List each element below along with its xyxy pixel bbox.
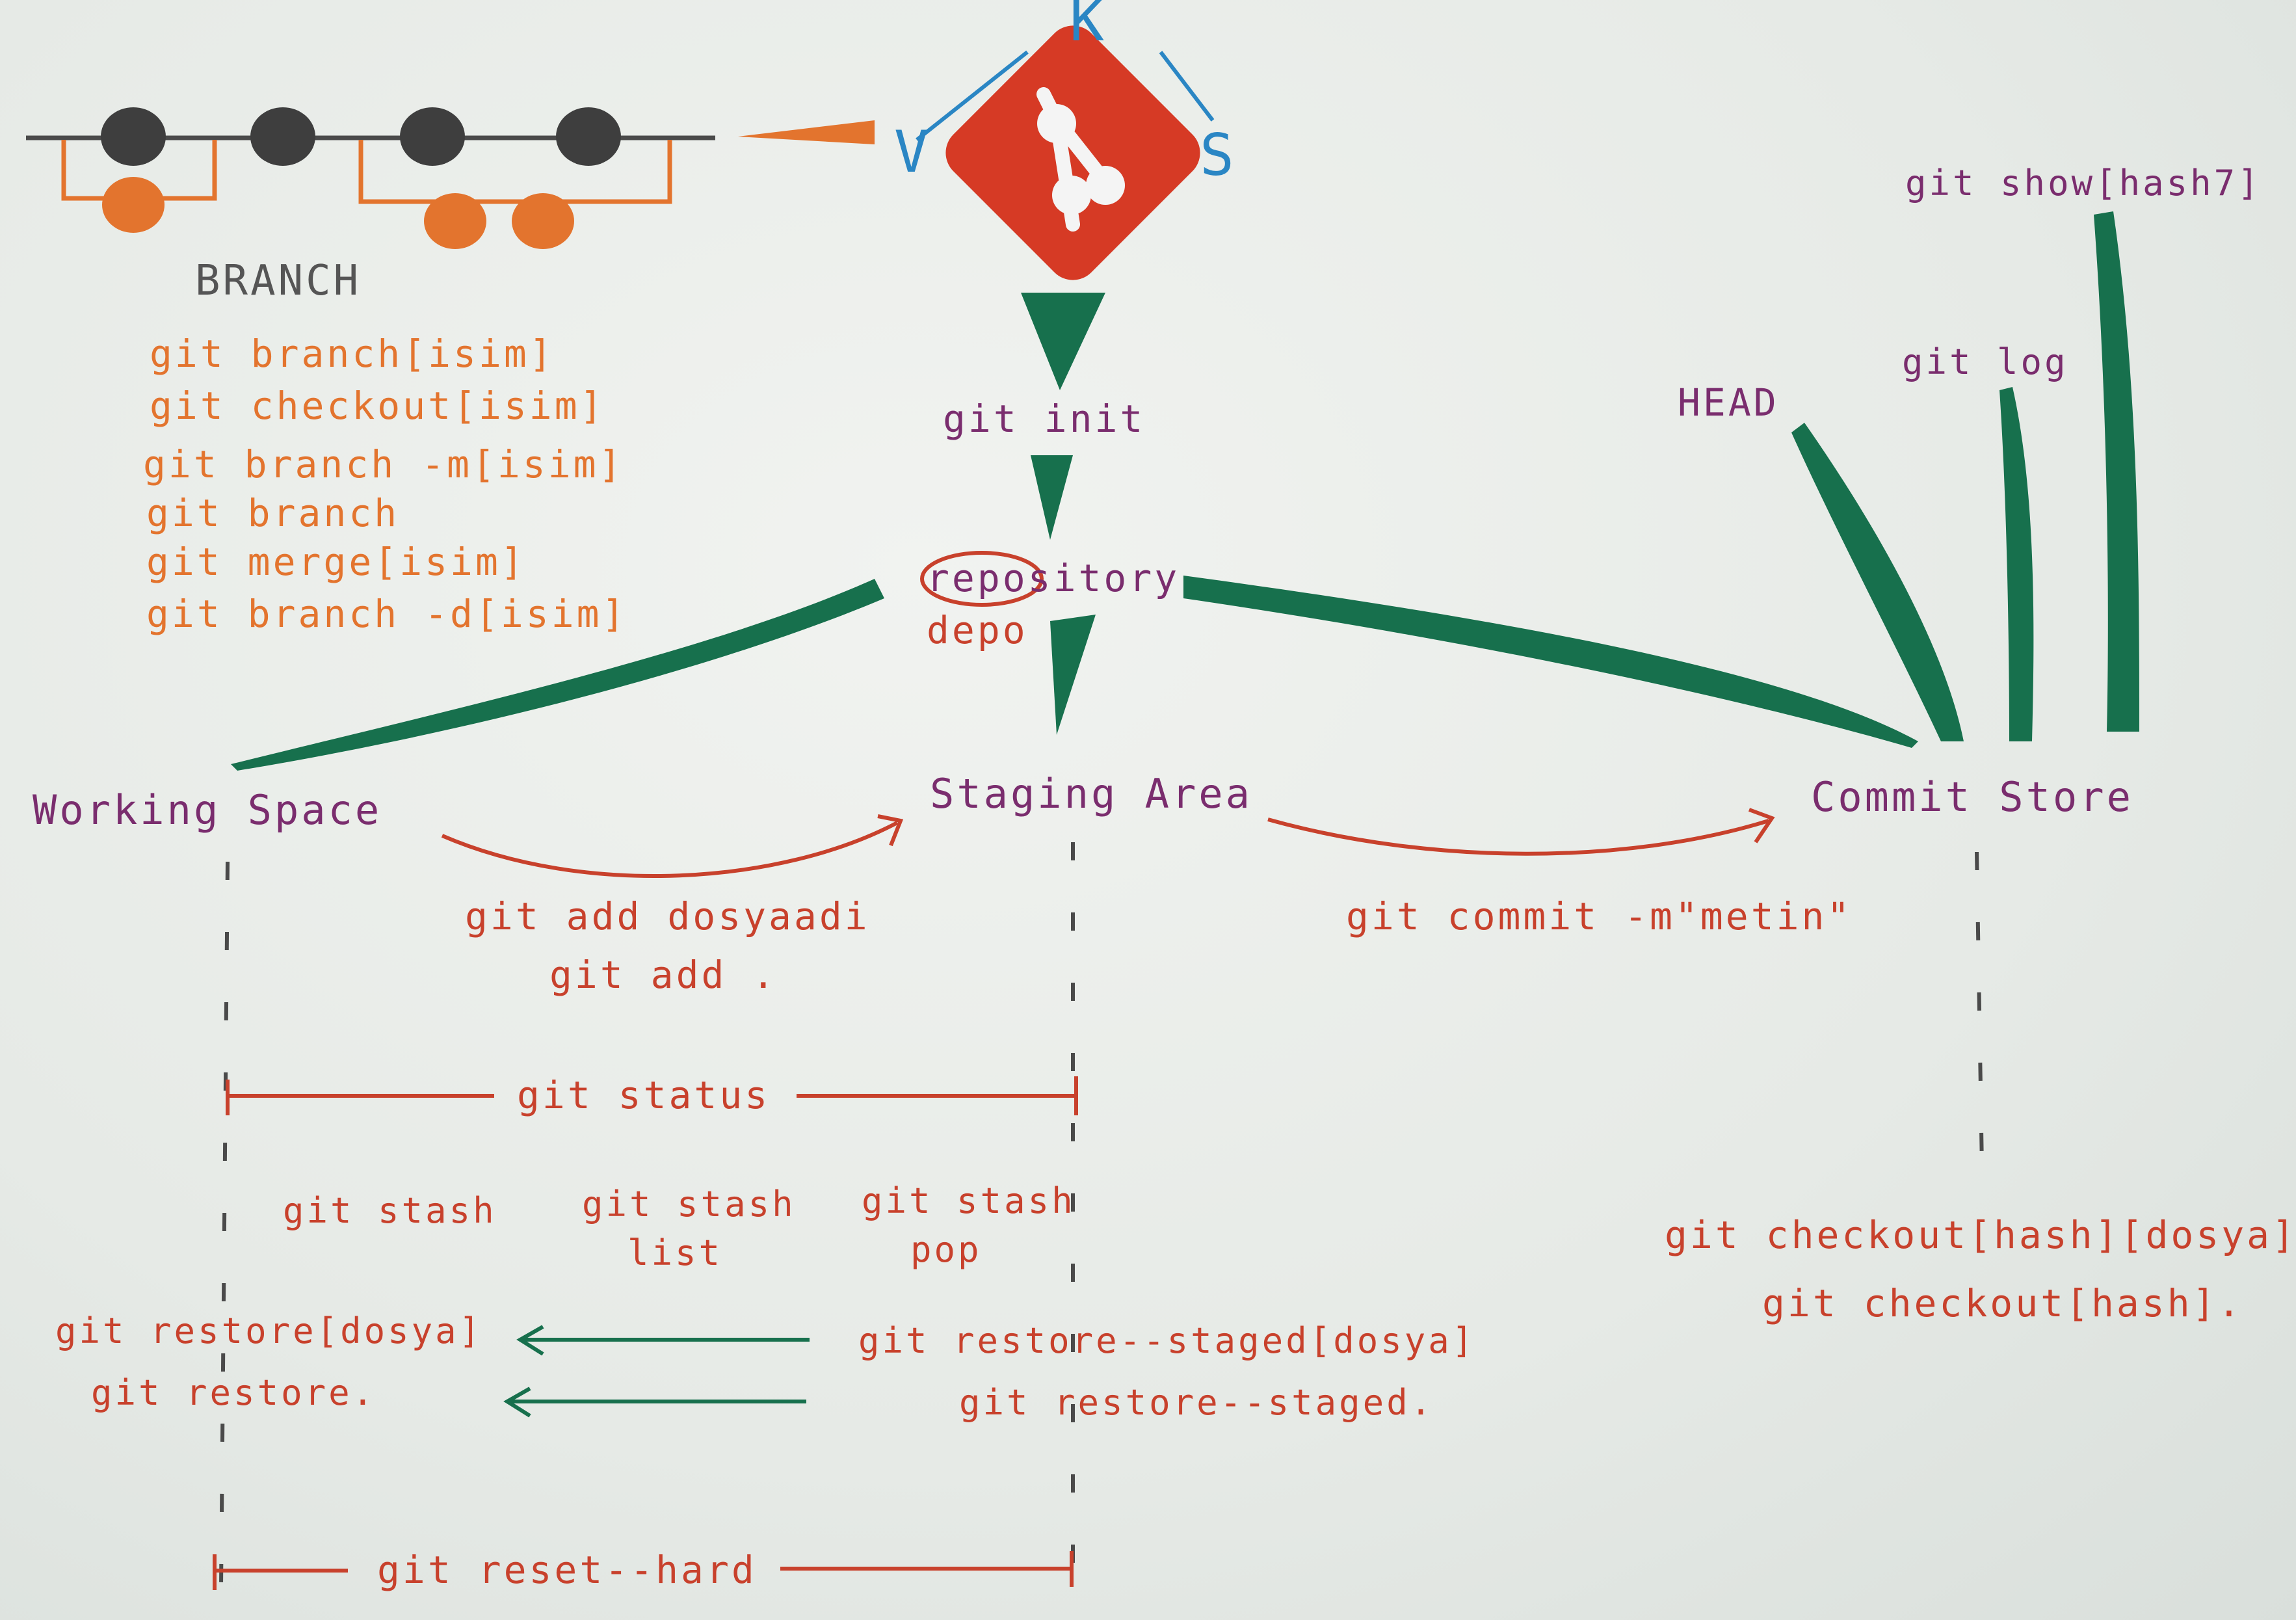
working-space-label: Working Space xyxy=(33,786,382,834)
restore-arrows xyxy=(503,1325,810,1418)
branch-wedge-arrow xyxy=(738,120,875,144)
git-status-command: git status xyxy=(517,1073,771,1117)
feature-branch-line-2 xyxy=(358,140,672,204)
status-bracket xyxy=(226,1076,1078,1115)
git-stash-list-line2: list xyxy=(627,1232,723,1273)
branch-command-create: git branch[isim] xyxy=(150,332,555,376)
branch-commit-node xyxy=(424,193,486,249)
branch-command-list: git branch xyxy=(146,491,400,535)
vks-letter-s: S xyxy=(1200,122,1237,189)
repository-label: repository xyxy=(927,556,1180,600)
git-restore-all-command: git restore. xyxy=(91,1372,376,1413)
commit-node xyxy=(400,107,465,166)
git-checkout-hash-all-command: git checkout[hash]. xyxy=(1762,1281,2243,1325)
repo-circle-highlight xyxy=(920,551,1044,607)
git-init-command: git init xyxy=(943,397,1146,441)
git-add-all-command: git add . xyxy=(549,953,778,997)
git-reset-hard-command: git reset--hard xyxy=(377,1548,757,1592)
head-label: HEAD xyxy=(1678,380,1779,425)
vks-letter-k: K xyxy=(1070,0,1107,54)
git-restore-staged-all-command: git restore--staged. xyxy=(959,1382,1434,1423)
branch-commit-node xyxy=(102,177,165,233)
git-show-command: git show[hash7] xyxy=(1905,163,2262,204)
repository-translation: depo xyxy=(927,608,1028,652)
branch-command-merge: git merge[isim] xyxy=(146,540,526,584)
dashed-guides xyxy=(219,842,1984,1587)
git-logo xyxy=(945,25,1200,280)
git-add-file-command: git add dosyaadi xyxy=(465,894,870,938)
git-checkout-hash-file-command: git checkout[hash][dosya] xyxy=(1665,1213,2296,1257)
git-stash-command: git stash xyxy=(283,1190,497,1231)
git-stash-pop-line2: pop xyxy=(910,1229,982,1270)
area-arrows xyxy=(441,808,1775,878)
branch-title: BRANCH xyxy=(195,257,362,305)
git-commit-command: git commit -m"metin" xyxy=(1346,894,1853,938)
commit-node xyxy=(250,107,315,166)
branch-graph xyxy=(26,107,875,249)
branch-command-rename: git branch -m[isim] xyxy=(143,442,624,486)
staging-area-label: Staging Area xyxy=(930,770,1252,817)
commit-node xyxy=(101,107,166,166)
branch-command-checkout: git checkout[isim] xyxy=(150,384,605,428)
vks-letter-v: V xyxy=(894,118,931,185)
git-stash-pop-line1: git stash xyxy=(862,1180,1075,1221)
branch-commit-node xyxy=(512,193,574,249)
reset-bracket xyxy=(213,1551,1074,1590)
git-restore-staged-file-command: git restore--staged[dosya] xyxy=(858,1320,1476,1361)
git-log-command: git log xyxy=(1902,341,2068,382)
git-restore-file-command: git restore[dosya] xyxy=(55,1310,483,1351)
git-stash-list-line1: git stash xyxy=(582,1184,796,1225)
branch-command-delete: git branch -d[isim] xyxy=(146,592,627,636)
vks-strokes xyxy=(916,50,1215,142)
commit-node xyxy=(556,107,621,166)
commit-store-label: Commit Store xyxy=(1811,773,2133,821)
green-flow-wedges xyxy=(231,211,2139,771)
